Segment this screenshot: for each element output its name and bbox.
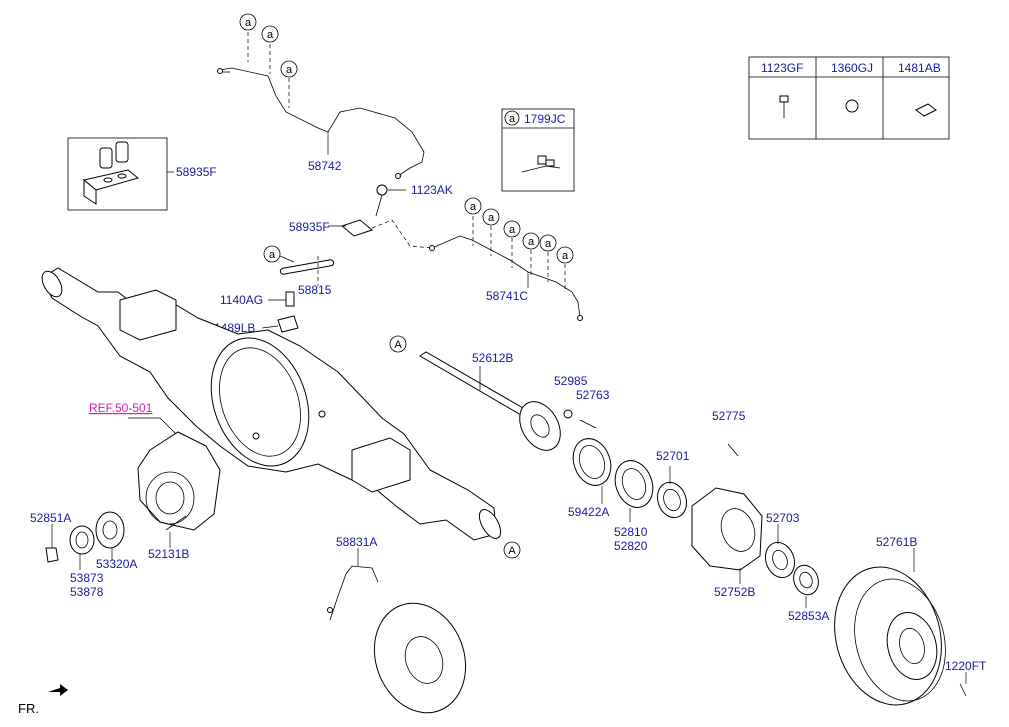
backing-plate bbox=[327, 548, 467, 714]
label-58742: 58742 bbox=[308, 159, 342, 173]
svg-text:a: a bbox=[509, 113, 516, 125]
legend-box-1799JC: a 1799JC bbox=[501, 108, 575, 192]
label-52703: 52703 bbox=[766, 511, 800, 525]
label-1140AG: 1140AG bbox=[220, 293, 263, 307]
svg-text:a: a bbox=[488, 212, 495, 224]
brake-pipe-58741C bbox=[429, 216, 583, 321]
hose-assembly bbox=[261, 184, 433, 333]
label-1123AK: 1123AK bbox=[411, 183, 453, 197]
svg-text:a: a bbox=[528, 236, 535, 248]
label-52131B: 52131B bbox=[148, 547, 189, 561]
hub-parts bbox=[563, 409, 819, 608]
svg-text:a: a bbox=[269, 249, 276, 261]
label-53320A: 53320A bbox=[96, 557, 137, 571]
callout-a-group-top: a a a bbox=[239, 13, 298, 108]
label-52701: 52701 bbox=[656, 449, 690, 463]
svg-text:A: A bbox=[394, 339, 402, 351]
brake-drum bbox=[834, 548, 967, 706]
label-52761B: 52761B bbox=[876, 535, 917, 549]
label-52853A: 52853A bbox=[788, 609, 829, 623]
label-1220FT: 1220FT bbox=[945, 659, 987, 673]
label-58815: 58815 bbox=[298, 283, 332, 297]
label-53873: 53873 bbox=[70, 571, 104, 585]
label-52985: 52985 bbox=[554, 374, 588, 388]
legend-code: 1799JC bbox=[524, 112, 566, 126]
svg-text:a: a bbox=[245, 17, 252, 29]
label-52763: 52763 bbox=[576, 388, 610, 402]
svg-text:A: A bbox=[508, 545, 516, 557]
svg-text:a: a bbox=[509, 224, 516, 236]
small-parts-left bbox=[45, 511, 187, 570]
table-header-1360GJ: 1360GJ bbox=[831, 61, 873, 75]
table-header-1481AB: 1481AB bbox=[898, 61, 941, 75]
label-52851A: 52851A bbox=[30, 511, 71, 525]
front-direction-marker bbox=[48, 684, 68, 696]
label-52775: 52775 bbox=[712, 409, 746, 423]
brake-pipe-58742 bbox=[217, 67, 425, 179]
svg-text:a: a bbox=[470, 201, 477, 213]
bracket-box-58935F bbox=[67, 137, 174, 211]
label-59422A: 59422A bbox=[568, 505, 609, 519]
svg-text:a: a bbox=[562, 250, 569, 262]
svg-text:a: a bbox=[267, 29, 274, 41]
fr-label: FR. bbox=[18, 701, 39, 716]
label-58935F-top: 58935F bbox=[176, 165, 217, 179]
table-header-1123GF: 1123GF bbox=[761, 61, 803, 75]
ref-label: REF.50-501 bbox=[89, 401, 153, 415]
label-58831A: 58831A bbox=[336, 535, 377, 549]
label-53878: 53878 bbox=[70, 585, 104, 599]
label-52810: 52810 bbox=[614, 525, 648, 539]
axle-housing bbox=[41, 267, 502, 541]
label-52752B: 52752B bbox=[714, 585, 755, 599]
label-52820: 52820 bbox=[614, 539, 648, 553]
differential-carrier bbox=[128, 417, 221, 531]
axle-shaft bbox=[419, 351, 561, 451]
fastener-table bbox=[748, 56, 950, 140]
svg-text:a: a bbox=[545, 238, 552, 250]
label-52612B: 52612B bbox=[472, 351, 513, 365]
svg-text:a: a bbox=[286, 64, 293, 76]
label-58935F: 58935F bbox=[289, 220, 330, 234]
label-58741C: 58741C bbox=[486, 289, 528, 303]
